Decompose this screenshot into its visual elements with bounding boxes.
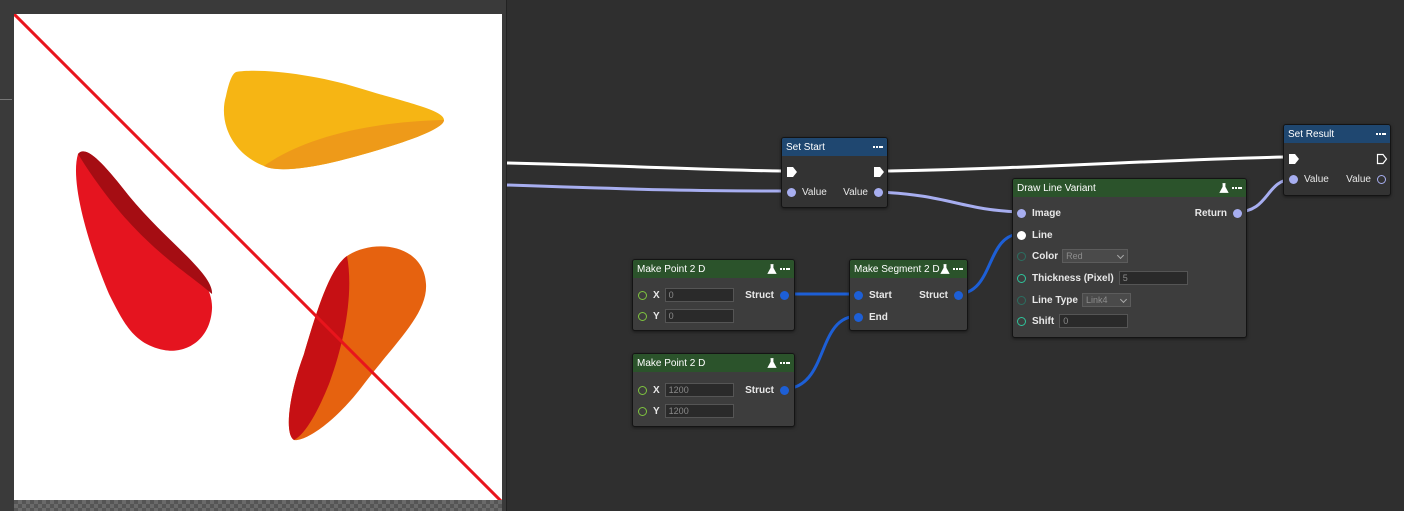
color-in-pin[interactable] xyxy=(1017,251,1026,261)
value-out-pin[interactable] xyxy=(874,187,883,197)
struct-out-pin[interactable] xyxy=(780,385,789,395)
menu-icon[interactable] xyxy=(873,145,883,149)
color-select[interactable]: Red xyxy=(1062,249,1129,263)
struct-out-label: Struct xyxy=(745,289,774,301)
preview-image xyxy=(12,12,504,504)
node-title: Make Point 2 D xyxy=(637,263,706,275)
menu-icon[interactable] xyxy=(1232,186,1242,190)
color-label: Color xyxy=(1032,250,1059,262)
value-in-pin[interactable] xyxy=(1289,174,1298,184)
start-label: Start xyxy=(869,289,892,301)
exec-in-pin[interactable] xyxy=(1288,153,1300,165)
value-in-label: Value xyxy=(802,186,827,198)
node-title: Make Segment 2 D xyxy=(854,263,940,275)
value-in-label: Value xyxy=(1304,173,1329,185)
x-in-pin[interactable] xyxy=(638,290,647,300)
return-label: Return xyxy=(1194,207,1227,219)
node-title: Set Start xyxy=(786,141,825,153)
shift-input[interactable]: 0 xyxy=(1059,314,1129,328)
make-segment-node[interactable]: Make Segment 2 D Start Struct End xyxy=(849,259,968,331)
struct-out-pin[interactable] xyxy=(780,290,789,300)
return-out-pin[interactable] xyxy=(1233,208,1242,218)
y-label: Y xyxy=(653,405,660,417)
make-point-header[interactable]: Make Point 2 D xyxy=(633,260,794,278)
flask-icon xyxy=(1219,183,1229,193)
shift-in-pin[interactable] xyxy=(1017,316,1026,326)
line-type-select[interactable]: Link4 xyxy=(1081,293,1131,307)
thickness-in-pin[interactable] xyxy=(1017,273,1026,283)
menu-icon[interactable] xyxy=(780,361,790,365)
node-title: Set Result xyxy=(1288,128,1335,140)
thickness-label: Thickness (Pixel) xyxy=(1032,272,1114,284)
x-label: X xyxy=(653,384,660,396)
struct-out-label: Struct xyxy=(919,289,948,301)
x-input[interactable]: 0 xyxy=(664,288,734,302)
flask-icon xyxy=(767,358,777,368)
drawn-red-line xyxy=(12,12,504,504)
exec-out-pin[interactable] xyxy=(1376,153,1388,165)
y-input[interactable]: 1200 xyxy=(664,404,734,418)
value-out-label: Value xyxy=(843,186,868,198)
line-type-in-pin[interactable] xyxy=(1017,295,1026,305)
node-title: Draw Line Variant xyxy=(1017,182,1096,194)
preview-image-drawing xyxy=(12,12,504,504)
end-label: End xyxy=(869,311,888,323)
thickness-input[interactable]: 5 xyxy=(1118,271,1188,285)
value-out-pin[interactable] xyxy=(1377,174,1386,184)
make-point-node-a[interactable]: Make Point 2 D X 0 Struct Y 0 xyxy=(632,259,795,331)
line-in-pin[interactable] xyxy=(1017,230,1026,240)
set-result-header[interactable]: Set Result xyxy=(1284,125,1390,143)
yellow-shape-shade xyxy=(264,120,444,170)
draw-line-variant-node[interactable]: Draw Line Variant Image Return Line Colo… xyxy=(1012,178,1247,338)
shift-label: Shift xyxy=(1032,315,1055,327)
start-in-pin[interactable] xyxy=(854,290,863,300)
red-shape xyxy=(75,151,213,351)
y-label: Y xyxy=(653,310,660,322)
image-in-pin[interactable] xyxy=(1017,208,1026,218)
line-type-label: Line Type xyxy=(1032,294,1078,306)
value-in-pin[interactable] xyxy=(787,187,796,197)
set-result-node[interactable]: Set Result Value Value xyxy=(1283,124,1391,196)
line-label: Line xyxy=(1032,229,1053,241)
image-wire-in xyxy=(506,183,791,193)
image-label: Image xyxy=(1032,207,1061,219)
x-label: X xyxy=(653,289,660,301)
set-start-node[interactable]: Set Start Value Value xyxy=(781,137,888,208)
struct-out-label: Struct xyxy=(745,384,774,396)
struct-out-pin[interactable] xyxy=(954,290,963,300)
x-in-pin[interactable] xyxy=(638,385,647,395)
set-start-header[interactable]: Set Start xyxy=(782,138,887,156)
exec-wire-out xyxy=(885,155,1285,173)
exec-in-pin[interactable] xyxy=(786,166,798,178)
y-input[interactable]: 0 xyxy=(664,309,734,323)
red-shape-shade xyxy=(78,151,213,294)
image-wire-start-to-draw xyxy=(877,190,1022,214)
y-in-pin[interactable] xyxy=(638,406,647,416)
ruler-tick xyxy=(0,99,12,100)
node-title: Make Point 2 D xyxy=(637,357,706,369)
make-point-header[interactable]: Make Point 2 D xyxy=(633,354,794,372)
exec-out-pin[interactable] xyxy=(873,166,885,178)
y-in-pin[interactable] xyxy=(638,311,647,321)
make-segment-header[interactable]: Make Segment 2 D xyxy=(850,260,967,278)
draw-line-header[interactable]: Draw Line Variant xyxy=(1013,179,1246,197)
menu-icon[interactable] xyxy=(1376,132,1386,136)
flask-icon xyxy=(767,264,777,274)
value-out-label: Value xyxy=(1346,173,1371,185)
menu-icon[interactable] xyxy=(953,267,963,271)
flask-icon xyxy=(940,264,950,274)
orange-shape-shade xyxy=(288,256,350,440)
make-point-node-b[interactable]: Make Point 2 D X 1200 Struct Y 1200 xyxy=(632,353,795,427)
x-input[interactable]: 1200 xyxy=(664,383,734,397)
end-in-pin[interactable] xyxy=(854,312,863,322)
exec-wire-in xyxy=(506,161,783,173)
image-preview-panel xyxy=(0,0,507,511)
menu-icon[interactable] xyxy=(780,267,790,271)
transparency-checker xyxy=(14,500,502,511)
